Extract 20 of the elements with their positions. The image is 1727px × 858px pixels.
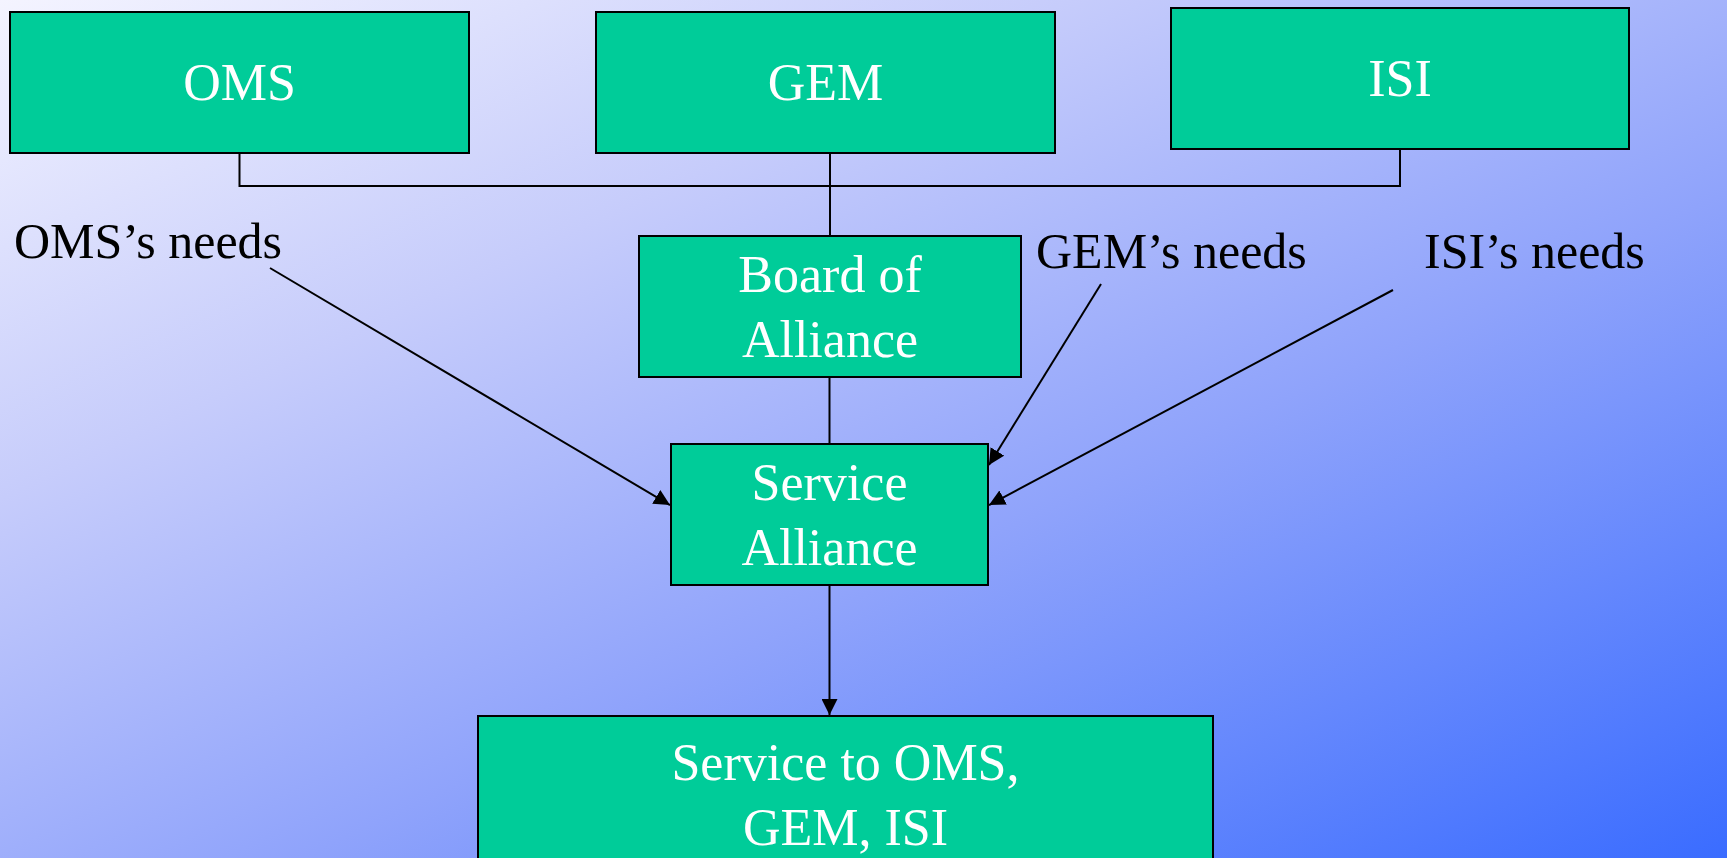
box-label: Board of Alliance: [737, 244, 923, 370]
box-label: Service Alliance: [740, 452, 919, 578]
process-box: [1170, 7, 1630, 150]
process-box: [477, 715, 1214, 858]
label-text: OMS’s needs: [14, 212, 364, 268]
process-box: [595, 11, 1056, 154]
label-text: ISI’s needs: [1390, 222, 1720, 290]
arrow: [988, 283, 1102, 466]
process-box: [638, 235, 1022, 378]
box-label: Service to OMS, GEM, ISI: [670, 733, 1021, 858]
arrow: [988, 289, 1394, 507]
arrow: [269, 267, 671, 507]
box-label: OMS: [183, 53, 296, 113]
label-text: GEM’s needs: [1036, 222, 1390, 284]
connector-line: [828, 377, 831, 444]
process-box: [9, 11, 470, 154]
process-box: [670, 443, 989, 586]
box-label: GEM: [767, 53, 884, 113]
box-label: ISI: [1368, 49, 1432, 109]
arrow: [821, 585, 838, 716]
